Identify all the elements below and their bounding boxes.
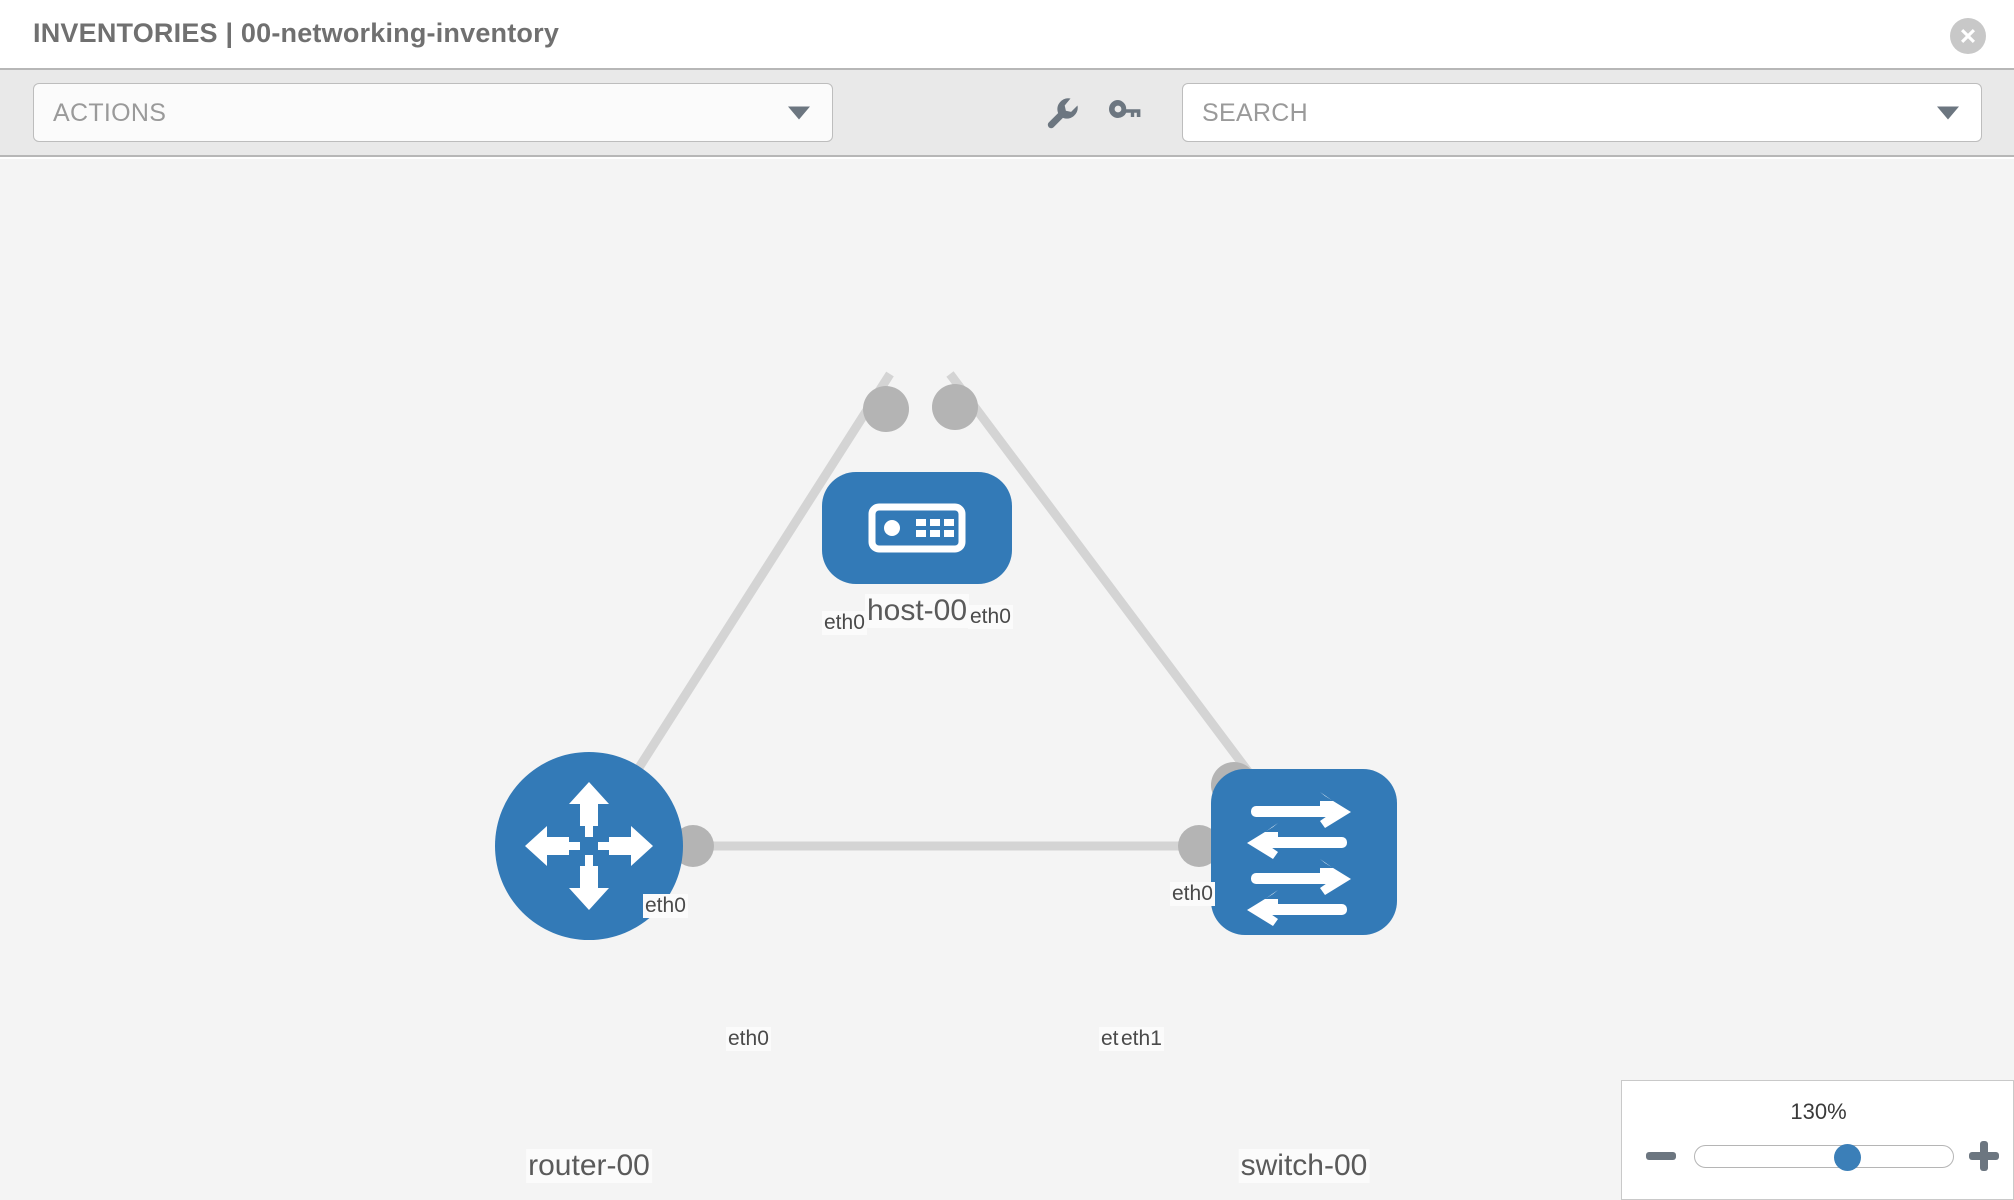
page-title: INVENTORIES | 00-networking-inventory <box>33 18 560 48</box>
close-button[interactable] <box>1950 18 1986 54</box>
actions-dropdown[interactable]: ACTIONS <box>33 83 833 142</box>
search-placeholder: SEARCH <box>1202 99 1308 127</box>
node-switch-00[interactable] <box>1211 769 1397 935</box>
plus-icon <box>1969 1141 1999 1171</box>
search-input[interactable]: SEARCH <box>1182 83 1982 142</box>
connector-host-left <box>863 386 909 432</box>
zoom-slider-track[interactable] <box>1694 1144 1954 1171</box>
node-host-00[interactable] <box>822 472 1012 584</box>
chevron-down-icon <box>788 106 810 119</box>
iface-label-router-eth0: eth0 <box>726 1027 771 1051</box>
iface-label-host-eth0-left: eth0 <box>822 611 867 635</box>
switch-arrows-icon <box>1247 792 1351 926</box>
zoom-slider-handle[interactable] <box>1833 1144 1861 1171</box>
connector-switch-left <box>1178 825 1220 867</box>
node-label-host-00: host-00 <box>864 594 970 628</box>
wrench-icon[interactable] <box>1040 91 1084 135</box>
close-icon <box>1961 29 1975 43</box>
page-header: INVENTORIES | 00-networking-inventory <box>0 0 2014 70</box>
zoom-slider-row <box>1622 1137 2014 1177</box>
iface-label-switch-eth1: eth1 <box>1119 1027 1164 1051</box>
connector-host-right <box>932 384 978 430</box>
toolbar-icon-group <box>1040 83 1180 142</box>
actions-dropdown-label: ACTIONS <box>53 99 167 127</box>
minus-icon <box>1646 1152 1676 1160</box>
iface-label-switch-eth0-uplink: eth0 <box>1170 882 1215 906</box>
topology-canvas[interactable]: host-00 router-00 switch-00 eth0 eth0 et… <box>0 159 2014 1200</box>
toolbar: ACTIONS SEARCH <box>0 70 2014 157</box>
node-router-00[interactable] <box>495 752 683 940</box>
iface-label-host-eth0-right: eth0 <box>968 605 1013 629</box>
node-label-switch-00: switch-00 <box>1238 1149 1370 1183</box>
chevron-down-icon <box>1937 106 1959 119</box>
key-icon[interactable] <box>1102 91 1146 135</box>
connector-router-right <box>672 825 714 867</box>
iface-label-router-eth0-uplink: eth0 <box>643 894 688 918</box>
zoom-out-button[interactable] <box>1644 1137 1678 1175</box>
zoom-in-button[interactable] <box>1967 1137 2001 1175</box>
zoom-level-value: 130% <box>1790 1099 1847 1124</box>
node-label-router-00: router-00 <box>526 1149 652 1183</box>
server-appliance-icon <box>868 503 966 553</box>
zoom-control-panel: 130% <box>1621 1080 2014 1200</box>
router-arrows-icon <box>525 782 653 910</box>
topology-graph <box>495 371 1397 940</box>
